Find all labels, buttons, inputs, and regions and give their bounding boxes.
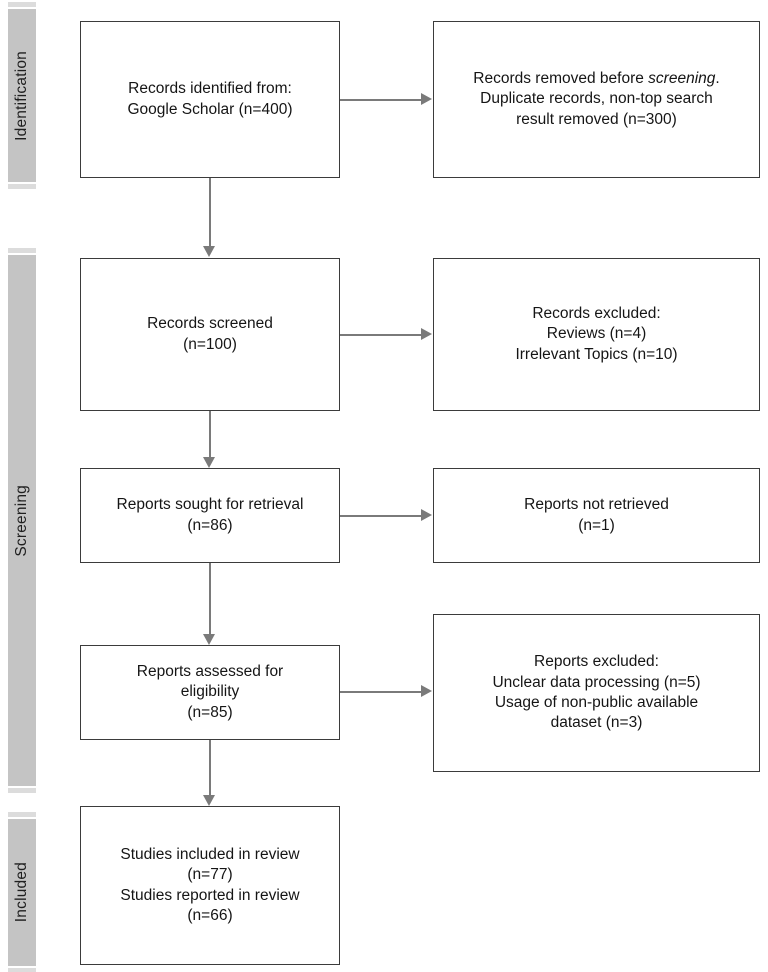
reports-sought-line1: Reports sought for retrieval	[116, 496, 304, 514]
records-screened-line2: (n=100)	[183, 335, 237, 353]
box-reports-not-retrieved-text: Reports not retrieved (n=1)	[524, 495, 669, 536]
reports-excluded-line2: Unclear data processing (n=5)	[492, 673, 701, 691]
box-reports-sought: Reports sought for retrieval (n=86)	[80, 468, 340, 563]
connector-identified-to-removed	[340, 99, 421, 101]
reports-excluded-line3: Usage of non-public available	[494, 694, 699, 711]
reports-not-retrieved-line2: (n=1)	[578, 516, 615, 534]
connector-identified-to-screened	[209, 178, 211, 246]
records-removed-line3: result removed (n=300)	[516, 110, 677, 128]
box-studies-included: Studies included in review (n=77) Studies …	[80, 806, 340, 965]
reports-assessed-line1: Reports assessed for	[136, 662, 284, 680]
box-records-removed-text: Records removed before screening.Duplica…	[473, 69, 719, 130]
connector-assessed-to-excluded	[340, 691, 421, 693]
box-reports-excluded: Reports excluded: Unclear data processing…	[433, 614, 760, 772]
box-records-removed: Records removed before screening.Duplica…	[433, 21, 760, 178]
box-records-identified-text: Records identified from: Google Scholar (…	[127, 79, 292, 120]
phase-label-included: Included	[13, 862, 30, 923]
arrowhead-assessed-to-excluded	[421, 685, 432, 697]
box-reports-assessed: Reports assessed for eligibility (n=85)	[80, 645, 340, 740]
connector-sought-to-assessed	[209, 563, 211, 634]
arrowhead-identified-to-removed	[421, 93, 432, 105]
phase-bar-cap-bottom	[8, 968, 36, 972]
records-removed-line2: Duplicate records, non-top search	[480, 90, 713, 108]
studies-included-line1: Studies included in review	[120, 845, 300, 863]
reports-excluded-line4: dataset (n=3)	[550, 714, 643, 732]
phase-label-screening: Screening	[13, 484, 30, 557]
studies-included-line4: (n=66)	[187, 906, 233, 924]
records-identified-line1: Records identified from:	[128, 80, 292, 98]
connector-sought-to-not-retrieved	[340, 515, 421, 517]
arrowhead-sought-to-not-retrieved	[421, 509, 432, 521]
arrowhead-screened-to-sought	[203, 457, 215, 468]
records-identified-line2: Google Scholar (n=400)	[127, 100, 293, 118]
phase-bar-identification: Identification	[8, 2, 36, 189]
phase-bar-screening: Screening	[8, 248, 36, 793]
box-reports-excluded-text: Reports excluded: Unclear data processing…	[492, 652, 700, 734]
records-excluded-line3: Irrelevant Topics (n=10)	[515, 345, 678, 363]
phase-bar-cap-top	[8, 812, 36, 817]
phase-label-identification: Identification	[13, 50, 30, 141]
reports-excluded-line1: Reports excluded:	[534, 653, 659, 671]
arrowhead-sought-to-assessed	[203, 634, 215, 645]
connector-assessed-to-included	[209, 740, 211, 795]
box-records-screened: Records screened (n=100)	[80, 258, 340, 411]
records-excluded-line2: Reviews (n=4)	[546, 325, 647, 343]
studies-included-line3: Studies reported in review	[120, 886, 300, 904]
phase-bar-cap-top	[8, 2, 36, 7]
box-records-excluded-text: Records excluded: Reviews (n=4) Irrelevant…	[515, 304, 677, 365]
connector-screened-to-sought	[209, 411, 211, 457]
box-records-excluded: Records excluded: Reviews (n=4) Irrelevant…	[433, 258, 760, 411]
reports-not-retrieved-line1: Reports not retrieved	[524, 496, 669, 514]
box-records-screened-text: Records screened (n=100)	[147, 314, 273, 355]
reports-assessed-line2: eligibility	[180, 683, 240, 701]
records-removed-line1-post: .	[715, 69, 720, 87]
arrowhead-screened-to-excluded	[421, 328, 432, 340]
records-excluded-line1: Records excluded:	[532, 304, 661, 322]
records-removed-line1-pre: Records removed before	[473, 69, 649, 87]
phase-bar-cap-bottom	[8, 184, 36, 189]
connector-screened-to-excluded	[340, 334, 421, 336]
arrowhead-assessed-to-included	[203, 795, 215, 806]
phase-bar-included: Included	[8, 812, 36, 972]
box-records-identified: Records identified from: Google Scholar (…	[80, 21, 340, 178]
box-studies-included-text: Studies included in review (n=77) Studies …	[120, 845, 299, 927]
box-reports-assessed-text: Reports assessed for eligibility (n=85)	[137, 662, 283, 723]
arrowhead-identified-to-screened	[203, 246, 215, 257]
reports-assessed-line3: (n=85)	[187, 703, 233, 721]
box-reports-sought-text: Reports sought for retrieval (n=86)	[117, 495, 304, 536]
phase-bar-cap-top	[8, 248, 36, 253]
reports-sought-line2: (n=86)	[187, 516, 233, 534]
records-removed-emphasis: screening	[648, 69, 716, 87]
phase-bar-cap-bottom	[8, 788, 36, 793]
records-screened-line1: Records screened	[147, 315, 273, 333]
studies-included-line2: (n=77)	[187, 866, 233, 884]
box-reports-not-retrieved: Reports not retrieved (n=1)	[433, 468, 760, 563]
